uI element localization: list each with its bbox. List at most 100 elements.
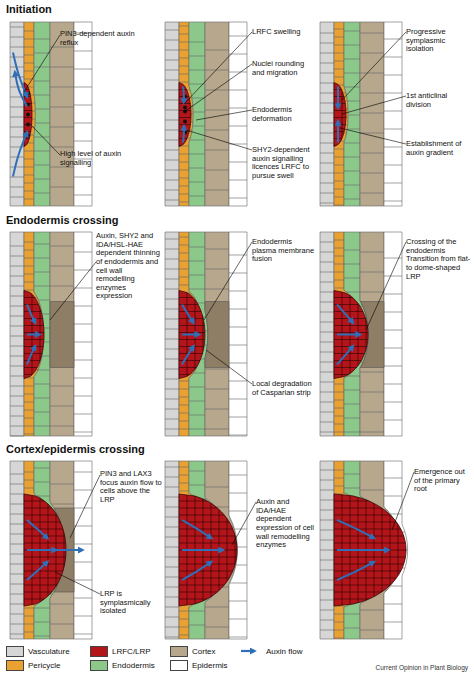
cell-wall bbox=[165, 557, 179, 558]
cell-wall bbox=[24, 297, 46, 298]
cell-wall bbox=[179, 515, 239, 516]
cell-wall bbox=[35, 109, 50, 110]
cell-wall bbox=[190, 140, 205, 141]
cell-wall bbox=[74, 396, 92, 397]
cell-wall bbox=[334, 374, 370, 375]
cell-wall bbox=[74, 123, 92, 124]
cell-wall bbox=[360, 173, 384, 174]
legend-text: Auxin flow bbox=[266, 647, 302, 656]
cell-wall bbox=[320, 292, 334, 293]
cell-wall bbox=[320, 600, 334, 601]
cell-wall bbox=[165, 349, 179, 350]
nucleus bbox=[26, 123, 30, 127]
cell-wall bbox=[235, 494, 236, 606]
cell-wall bbox=[342, 83, 343, 147]
cell-wall bbox=[10, 534, 24, 535]
cell-wall bbox=[10, 376, 24, 377]
cell-wall bbox=[216, 507, 229, 508]
cell-wall bbox=[24, 175, 34, 176]
cell-wall bbox=[165, 477, 179, 478]
cell-wall bbox=[346, 292, 360, 293]
leader-line bbox=[340, 128, 406, 144]
cell-wall bbox=[50, 426, 74, 427]
cell-wall bbox=[360, 93, 384, 94]
cell-wall bbox=[320, 302, 334, 303]
cell-wall bbox=[205, 607, 229, 608]
cell-wall bbox=[205, 249, 229, 250]
cell-wall bbox=[74, 634, 92, 635]
cell-wall bbox=[334, 288, 344, 289]
cell-wall bbox=[384, 366, 402, 367]
cell-wall bbox=[334, 614, 344, 615]
cell-wall bbox=[334, 543, 408, 544]
cell-wall bbox=[320, 500, 334, 501]
cell-wall bbox=[165, 190, 179, 191]
root-panel bbox=[10, 461, 92, 639]
cell-wall bbox=[34, 67, 50, 68]
cell-wall bbox=[10, 396, 24, 397]
cell-wall bbox=[165, 120, 179, 121]
cell-wall bbox=[205, 269, 229, 270]
cell-wall bbox=[344, 614, 360, 615]
lateral-root-primordium bbox=[179, 291, 205, 379]
auxin-flow-arrow bbox=[27, 334, 39, 336]
cell-wall bbox=[205, 369, 229, 370]
cell-wall bbox=[384, 93, 402, 94]
cell-wall bbox=[390, 494, 391, 606]
cell-wall bbox=[360, 372, 384, 373]
cell-wall bbox=[334, 149, 344, 150]
cell-wall bbox=[320, 550, 334, 551]
cell-wall bbox=[34, 286, 50, 287]
cell-wall bbox=[10, 306, 24, 307]
cell-wall bbox=[334, 131, 348, 132]
cell-wall bbox=[179, 374, 207, 375]
cell-wall bbox=[320, 590, 334, 591]
primordium-cells bbox=[179, 291, 207, 379]
cell-wall bbox=[10, 386, 24, 387]
cell-wall bbox=[10, 564, 24, 565]
cell-wall bbox=[320, 540, 334, 541]
cell-wall bbox=[24, 47, 34, 48]
cell-wall bbox=[24, 608, 34, 609]
overlying-cortex-cell bbox=[205, 302, 229, 368]
arrow-sample bbox=[241, 650, 254, 652]
cell-wall bbox=[24, 325, 46, 326]
cortex-layer bbox=[360, 22, 384, 206]
cell-wall bbox=[10, 514, 24, 515]
cell-wall bbox=[179, 285, 189, 286]
cell-wall bbox=[334, 400, 344, 401]
cell-wall bbox=[229, 601, 247, 602]
cell-wall bbox=[34, 53, 50, 54]
cell-wall bbox=[344, 73, 360, 74]
cell-wall bbox=[344, 250, 360, 251]
callout-text: High level of auxin signalling bbox=[60, 150, 132, 167]
primordium-cells bbox=[24, 291, 46, 379]
cell-wall bbox=[10, 554, 24, 555]
cell-wall bbox=[74, 360, 92, 361]
cell-wall bbox=[24, 332, 46, 333]
cell-wall bbox=[334, 138, 348, 139]
cell-wall bbox=[74, 508, 92, 509]
cortex-layer bbox=[205, 22, 229, 206]
cell-wall bbox=[24, 616, 34, 617]
nucleus bbox=[183, 106, 187, 110]
cell-wall bbox=[10, 634, 24, 635]
cell-wall bbox=[334, 110, 348, 111]
cell-wall bbox=[24, 63, 34, 64]
cell-wall bbox=[334, 432, 344, 433]
legend-item: Endodermis bbox=[90, 660, 155, 671]
endodermis-layer bbox=[344, 22, 360, 206]
cell-wall bbox=[179, 170, 189, 171]
cell-wall bbox=[10, 246, 24, 247]
cell-wall bbox=[34, 95, 50, 96]
cell-wall bbox=[165, 537, 179, 538]
cell-wall bbox=[24, 282, 34, 283]
cell-wall bbox=[179, 178, 189, 179]
cell-wall bbox=[229, 363, 247, 364]
cell-wall bbox=[165, 389, 179, 390]
cell-wall bbox=[193, 112, 205, 113]
cell-wall bbox=[344, 488, 360, 489]
callout-text: LRP is symplasmically isolated bbox=[100, 590, 162, 616]
cell-wall bbox=[360, 153, 384, 154]
cell-wall bbox=[165, 607, 179, 608]
